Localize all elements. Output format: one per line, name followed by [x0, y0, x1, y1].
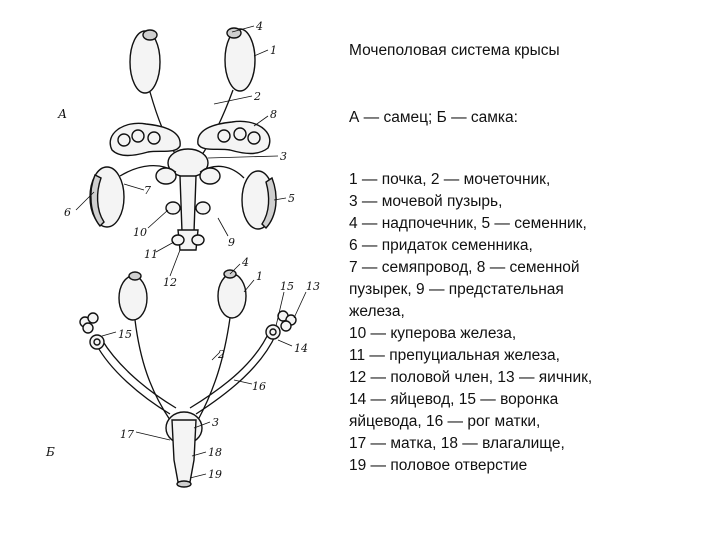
female-label: 1	[256, 270, 263, 283]
male-vesicle-lobe	[148, 132, 160, 144]
male-right-adrenal	[227, 28, 241, 38]
female-left-uterine-horn	[102, 340, 176, 408]
legend-line: 1 — почка, 2 — мочеточник,	[349, 169, 649, 191]
legend-line: 17 — матка, 18 — влагалище,	[349, 433, 649, 455]
male-label: 1	[270, 44, 277, 57]
female-label: 18	[208, 446, 222, 459]
female-right-uterine-horn	[190, 330, 270, 408]
female-genital-opening	[177, 481, 191, 487]
female-left-ovary	[88, 313, 98, 323]
text-panel: Мочеполовая система крысы А — самец; Б —…	[349, 40, 649, 477]
leader-line	[214, 96, 252, 104]
leader-line	[254, 116, 268, 126]
leader-line	[136, 432, 170, 440]
leader-line	[156, 242, 174, 252]
male-label: 12	[163, 276, 177, 289]
male-label: 6	[64, 206, 71, 219]
figure-subtitle: А — самец; Б — самка:	[349, 107, 649, 129]
male-urethra	[180, 176, 196, 232]
male-vesicle-lobe	[118, 134, 130, 146]
legend-line: 11 — препуциальная железа,	[349, 345, 649, 367]
female-left-adrenal	[129, 272, 141, 280]
leader-line	[170, 250, 180, 276]
male-label: 9	[228, 236, 235, 249]
male-left-kidney	[130, 31, 160, 93]
legend-line: 19 — половое отверстие	[349, 455, 649, 477]
female-label: 13	[306, 280, 320, 293]
female-label: 15	[118, 328, 132, 341]
legend-line: 4 — надпочечник, 5 — семенник,	[349, 213, 649, 235]
legend-line: 7 — семяпровод, 8 — семенной	[349, 257, 649, 279]
leader-line	[102, 332, 116, 336]
male-vesicle-lobe	[234, 128, 246, 140]
female-right-kidney	[218, 274, 246, 318]
male-label: 7	[144, 184, 151, 197]
leader-line	[294, 292, 306, 318]
female-label: 19	[208, 468, 222, 481]
female-right-ureter	[198, 318, 230, 420]
female-right-ovary	[281, 321, 291, 331]
page-title: Мочеполовая система крысы	[349, 40, 649, 62]
male-right-kidney	[225, 29, 255, 91]
leader-line	[244, 280, 254, 292]
male-label: 10	[133, 226, 147, 239]
male-label: 3	[280, 150, 287, 163]
female-left-infundibulum	[94, 339, 100, 345]
female-left-uterine-horn	[96, 344, 170, 414]
legend-line: 12 — половой член, 13 — яичник,	[349, 367, 649, 389]
male-label: 2	[253, 90, 261, 103]
male-system: 4 1 2 8 3 5 6 7 10 9 11 12	[64, 20, 295, 289]
leader-line	[208, 156, 278, 158]
figure-label-b: Б	[45, 445, 55, 459]
male-preputial-gland-left	[172, 235, 184, 245]
male-label: 4	[255, 20, 263, 33]
rat-urogenital-diagram: А Б	[0, 0, 340, 540]
female-label: 3	[212, 416, 219, 429]
leader-line	[278, 340, 292, 346]
female-label: 15	[280, 280, 294, 293]
leader-line	[190, 474, 206, 478]
leader-line	[124, 184, 144, 190]
female-label: 4	[241, 256, 249, 269]
legend-line: 3 — мочевой пузырь,	[349, 191, 649, 213]
legend-line: 6 — придаток семенника,	[349, 235, 649, 257]
male-vesicle-lobe	[218, 130, 230, 142]
female-right-infundibulum	[270, 329, 276, 335]
figure-label-a: А	[57, 107, 67, 121]
male-preputial-gland-right	[192, 235, 204, 245]
female-label: 2	[217, 348, 225, 361]
female-left-kidney	[119, 276, 147, 320]
male-cowper-gland-right	[196, 202, 210, 214]
male-left-adrenal	[143, 30, 157, 40]
leader-line	[254, 50, 268, 56]
male-label: 8	[270, 108, 277, 121]
female-vagina	[172, 420, 196, 482]
female-left-ureter	[135, 320, 170, 420]
male-cowper-gland-left	[166, 202, 180, 214]
male-vesicle-lobe	[132, 130, 144, 142]
leader-line	[218, 218, 228, 236]
legend: 1 — почка, 2 — мочеточник, 3 — мочевой п…	[349, 169, 649, 477]
female-label: 14	[294, 342, 308, 355]
male-label: 5	[288, 192, 295, 205]
legend-line: 10 — куперова железа,	[349, 323, 649, 345]
female-label: 16	[252, 380, 266, 393]
leader-line	[148, 210, 168, 228]
legend-line: железа,	[349, 301, 649, 323]
legend-line: яйцевода, 16 — рог матки,	[349, 411, 649, 433]
male-label: 11	[144, 248, 158, 261]
legend-line: пузырек, 9 — предстательная	[349, 279, 649, 301]
female-label: 17	[120, 428, 134, 441]
female-left-ovary	[83, 323, 93, 333]
female-system: 4 1 15 13 15 14 2 16 3 17 18 19	[80, 256, 320, 487]
legend-line: 14 — яйцевод, 15 — воронка	[349, 389, 649, 411]
male-vesicle-lobe	[248, 132, 260, 144]
